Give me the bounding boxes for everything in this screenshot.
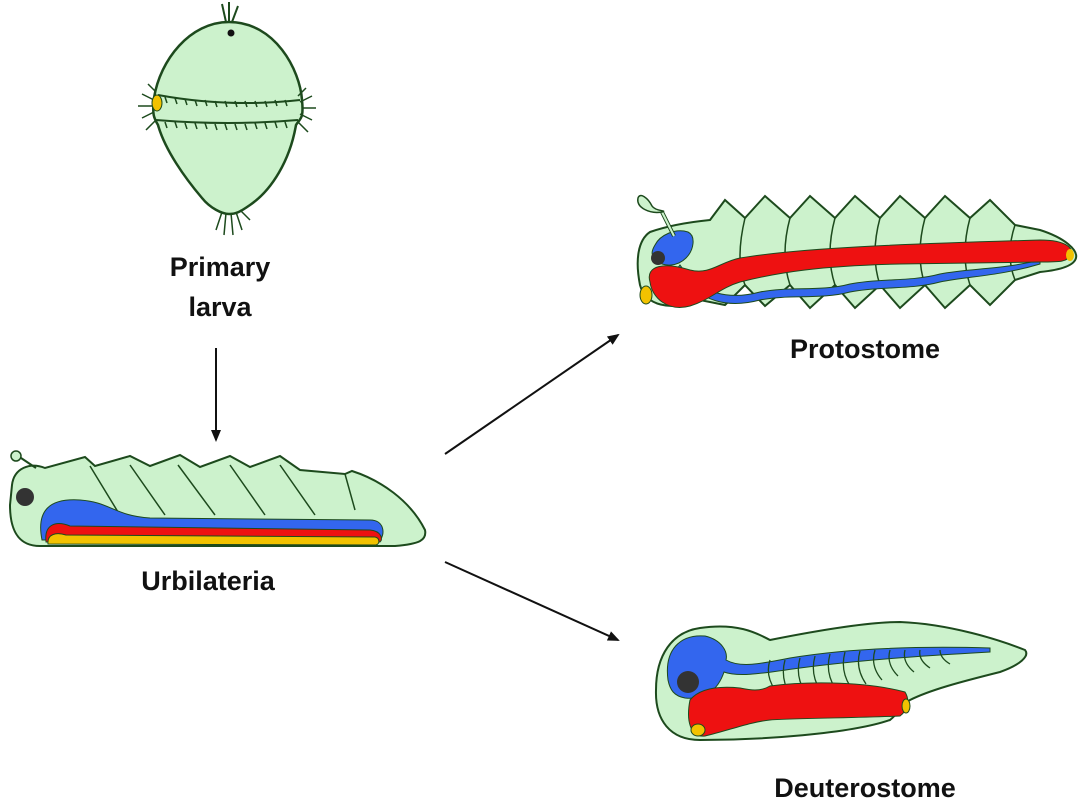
- label-primary-larva-line2: larva: [188, 292, 252, 322]
- urbilateria-mouth-band: [47, 533, 380, 546]
- protostome-ventral-nerve-cord: [675, 259, 1041, 305]
- apical-organ: [227, 29, 235, 37]
- deuterostome-eye: [677, 671, 699, 693]
- deuterostome-illustration: [654, 620, 1028, 742]
- prototroch-band: [155, 94, 301, 124]
- protostome-eye: [651, 251, 665, 265]
- somite-lines: [767, 649, 951, 696]
- protostome-mouth: [639, 285, 653, 305]
- protostome-anus: [1066, 249, 1074, 261]
- arrow-urbilateria-to-protostome: [444, 333, 620, 455]
- larva-body: [151, 20, 304, 216]
- protostome-antenna-tip: [637, 194, 665, 214]
- protostome-antenna-inner: [661, 211, 675, 237]
- antenna-tip: [10, 450, 22, 462]
- urbilateria-illustration: [8, 450, 427, 547]
- deuterostome-mouth: [690, 723, 706, 737]
- deuterostome-anus: [901, 698, 911, 714]
- apical-tuft: [221, 2, 239, 23]
- label-primary-larva-line1: Primary: [169, 252, 271, 282]
- arrow-urbilateria-to-deuterostome: [444, 561, 620, 641]
- primary-larva-illustration: [138, 2, 316, 236]
- protostome-illustration: [636, 194, 1078, 310]
- label-urbilateria: Urbilateria: [141, 566, 275, 596]
- cilia: [138, 83, 316, 236]
- label-deuterostome: Deuterostome: [774, 773, 956, 803]
- segment-lines: [89, 464, 356, 516]
- label-primary-larva: Primary larva: [130, 247, 310, 327]
- larva-mouth: [151, 94, 163, 112]
- label-protostome: Protostome: [789, 334, 941, 364]
- urbilateria-eye: [16, 488, 34, 506]
